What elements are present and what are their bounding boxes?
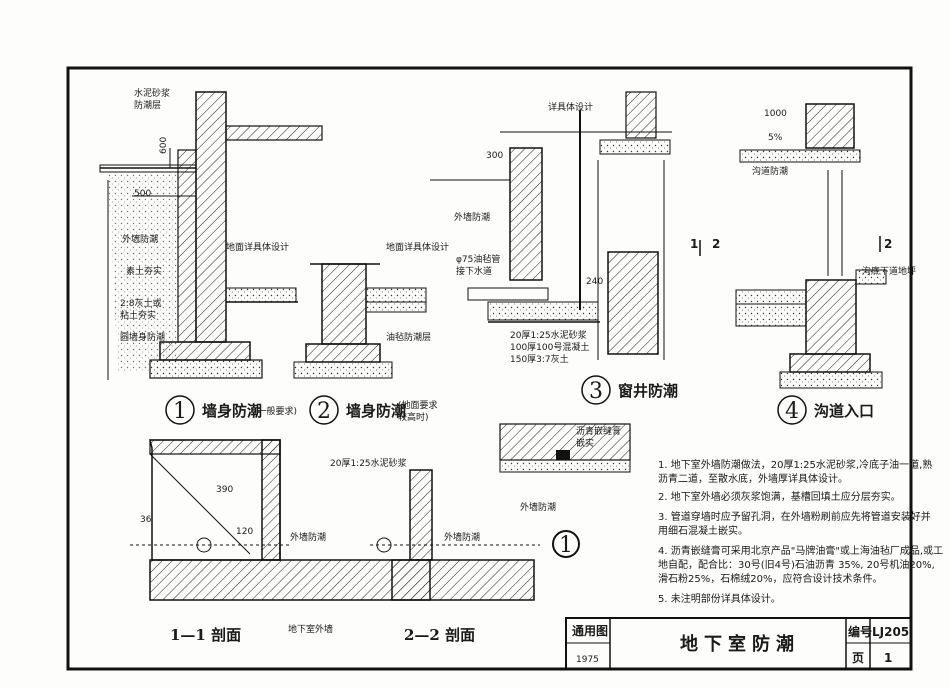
dim-600: 600 xyxy=(159,137,169,154)
label-trench-floor: 沟底下道地坪 xyxy=(862,265,916,277)
note-line-6: 4. 沥青嵌缝膏可采用北京产品"马牌油膏"或上海油毡厂成品,或工 xyxy=(658,544,943,557)
label-damp-felt: 油毡防潮层 xyxy=(386,331,431,343)
label-asphalt-2: 嵌实 xyxy=(576,437,594,449)
dim-36: 36 xyxy=(140,515,152,525)
section-2-2-plan xyxy=(370,469,540,601)
label-asphalt-1: 沥青嵌缝膏 xyxy=(576,425,621,437)
detail-1-caption: 墙身防潮 xyxy=(202,402,262,420)
section-mark-b: 2 xyxy=(712,237,720,251)
label-clay-rammed: 粘土夯实 xyxy=(120,309,156,321)
note-line-2: 沥青二道，至散水底，外墙厚详具体设计。 xyxy=(658,472,848,485)
detail-1-marker xyxy=(165,395,195,425)
title-block-title: 地下室防潮 xyxy=(680,633,800,655)
note-line-1: 1. 地下室外墙防潮做法，20厚1:25水泥砂浆,冷底子油一道,熟 xyxy=(658,458,932,471)
notes-block: 1. 地下室外墙防潮做法，20厚1:25水泥砂浆,冷底子油一道,熟 沥青二道，至… xyxy=(658,458,943,605)
label-basement-wall: 地下室外墙 xyxy=(288,623,333,635)
dim-500: 500 xyxy=(134,189,151,199)
small-detail-number: 1 xyxy=(559,533,573,558)
label-outer-wall-damp-detail: 外墙防潮 xyxy=(520,501,556,513)
label-pipe-1: φ75油毡管 xyxy=(456,253,500,265)
detail-1-number: 1 xyxy=(173,399,187,424)
label-plain-soil: 素土夯实 xyxy=(126,265,162,277)
slope-5: 5% xyxy=(768,133,783,143)
note-line-4: 3. 管道穿墙时应予留孔洞，在外墙粉刷前应先将管道安装好并 xyxy=(658,510,931,523)
section-1-1-title: 1—1 剖面 xyxy=(170,626,241,644)
detail-3-number: 3 xyxy=(589,379,603,404)
label-plan-outer-damp: 外墙防潮 xyxy=(290,531,326,543)
label-cement-mortar: 水泥砂浆 xyxy=(134,87,170,99)
title-block-page: 1 xyxy=(884,651,892,665)
section-2-2-title: 2—2 剖面 xyxy=(404,626,475,644)
detail-2-caption-note-1: (地面要求 xyxy=(398,399,438,411)
dim-300: 300 xyxy=(486,151,503,161)
section-1-1-plan xyxy=(130,439,431,601)
label-floor-detail-2: 地面详具体设计 xyxy=(386,241,449,253)
note-line-9: 5. 未注明部份详具体设计。 xyxy=(658,592,781,605)
detail-4-trench-entrance xyxy=(699,103,887,389)
note-line-8: 滑石粉25%，石棉绒20%，应符合设计技术条件。 xyxy=(658,572,882,585)
dim-1000: 1000 xyxy=(764,109,787,119)
title-block-year: 1975 xyxy=(576,655,599,665)
note-line-5: 用细石混凝土嵌实。 xyxy=(658,524,748,537)
label-outer-wall-damp-2: 外墙防潮 xyxy=(454,211,490,223)
detail-3-caption: 窗井防潮 xyxy=(618,382,678,400)
detail-3-marker xyxy=(581,375,611,405)
title-block-page-label: 页 xyxy=(852,651,864,665)
detail-2-wall-damp xyxy=(293,263,427,379)
detail-1-caption-note: (一般要求) xyxy=(254,405,297,417)
dim-390: 390 xyxy=(216,485,233,495)
section-mark-c: 2 xyxy=(884,237,892,251)
section-mark-a: 1 xyxy=(690,237,698,251)
title-block-code-label: 编号 xyxy=(847,624,872,639)
detail-2-number: 2 xyxy=(317,399,331,424)
label-layer-1: 20厚1:25水泥砂浆 xyxy=(510,329,587,341)
label-pipe-2: 接下水道 xyxy=(456,265,492,277)
label-layer-2: 100厚100号混凝土 xyxy=(510,341,589,353)
dim-120: 120 xyxy=(236,527,253,537)
label-plan-mortar: 20厚1:25水泥砂浆 xyxy=(330,457,407,469)
note-line-7: 地自配，配合比：30号(旧4号)石油沥青 35%, 20号机油20%, xyxy=(658,558,935,571)
detail-4-marker xyxy=(777,395,807,425)
label-layer-3: 150厚3:7灰土 xyxy=(510,353,569,365)
detail-2-caption: 墙身防潮 xyxy=(346,402,406,420)
detail-3-window-well xyxy=(430,91,672,360)
detail-1-wall-damp xyxy=(99,91,323,380)
label-ring-damp: 圆墙身防潮 xyxy=(120,331,165,343)
title-block xyxy=(565,617,912,670)
asphalt-joint-detail xyxy=(499,423,631,473)
dim-240: 240 xyxy=(586,277,603,287)
label-outer-wall-damp: 外墙防潮 xyxy=(122,233,158,245)
drawing-frame xyxy=(66,66,913,671)
label-floor-detail-1: 地面详具体设计 xyxy=(226,241,289,253)
detail-2-caption-note-2: 较高时) xyxy=(398,411,429,423)
detail-4-caption: 沟道入口 xyxy=(814,402,874,420)
small-detail-marker xyxy=(552,530,580,558)
title-block-code: LJ205 xyxy=(872,625,909,639)
detail-2-marker xyxy=(309,395,339,425)
title-block-category: 通用图 xyxy=(572,623,608,638)
label-trench-damp: 沟道防潮 xyxy=(752,165,788,177)
detail-4-number: 4 xyxy=(785,399,799,424)
label-see-detail-design: 详具体设计 xyxy=(548,101,593,113)
label-lime-soil: 2:8灰土或 xyxy=(120,297,162,309)
note-line-3: 2. 地下室外墙必须灰浆饱满，基槽回填土应分层夯实。 xyxy=(658,490,901,503)
label-damp-layer: 防潮层 xyxy=(134,99,161,111)
label-plan-outer-damp-2: 外墙防潮 xyxy=(444,531,480,543)
